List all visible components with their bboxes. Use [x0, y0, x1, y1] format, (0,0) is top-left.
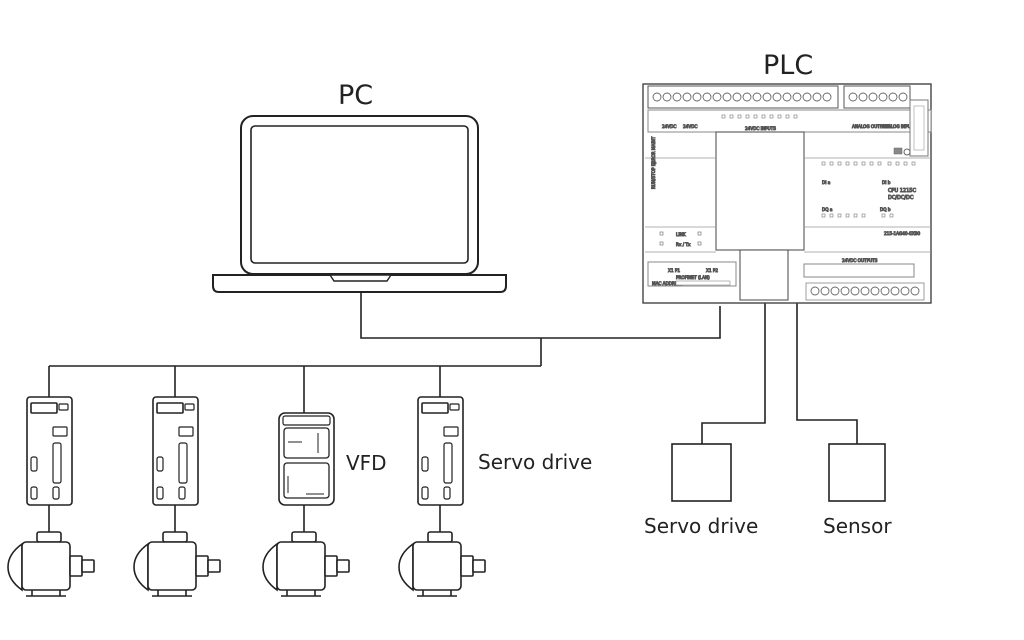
plc-dq-leds — [821, 213, 894, 218]
plc-outputs-label: 24VDC OUTPUTS — [842, 258, 878, 263]
plc-inputs-label: 24VDC INPUTS — [745, 126, 776, 131]
servo-drive-label-right: Servo drive — [644, 514, 759, 538]
network-cables — [48, 292, 858, 532]
servo-drive-icon-2 — [152, 396, 199, 506]
plc-di-leds — [821, 161, 916, 166]
pc-label: PC — [338, 80, 374, 111]
plc-link-leds — [659, 231, 702, 246]
plc-label: PLC — [763, 50, 814, 81]
plc-order-number: 215-1AG40-0XB0 — [884, 231, 920, 236]
vfd-label: VFD — [346, 451, 387, 475]
motor-icon-1 — [7, 531, 95, 597]
laptop-base — [212, 274, 507, 293]
plc-side-knob — [903, 148, 911, 156]
plc-mac-label: MAC ADDRESS — [652, 281, 683, 286]
motor-icon-2 — [133, 531, 221, 597]
plc-dib-label: DI b — [882, 180, 891, 185]
plc-dqb-label: DQ b — [880, 207, 891, 212]
plc-bottom-screws — [810, 286, 920, 296]
plc-sensor-cable — [796, 303, 858, 444]
plc-dqa-label: DQ a — [822, 207, 833, 212]
motor-icon-4 — [398, 531, 486, 597]
plc-cpu-type: DC/DC/DC — [888, 195, 914, 201]
laptop-notch — [328, 274, 393, 282]
laptop-screen — [250, 125, 469, 264]
plc-power-label: 24VDC — [662, 124, 676, 129]
plc-bottom-terminal-labels — [803, 263, 915, 278]
plc-center-cover — [715, 131, 805, 251]
servo-drive-box-right — [671, 443, 732, 502]
plc-power-label-2: 24VDC — [683, 124, 697, 129]
plc-controller-icon: 24VDC 24VDC 24VDC INPUTS ANALOG OUTPUTS … — [642, 83, 932, 304]
plc-servo-cable — [701, 303, 766, 444]
plc-dia-label: DI a — [822, 180, 831, 185]
plc-run-stop-label: RUN/STOP ERROR MAINT — [651, 136, 656, 189]
plc-rxtx-label: Rx / Tx — [676, 242, 691, 247]
plc-input-leds — [721, 114, 798, 119]
plc-x1p2-label: X1 P2 — [706, 268, 718, 273]
sensor-box — [828, 443, 886, 502]
servo-drive-icon-4 — [417, 396, 464, 506]
motor-icon-3 — [262, 531, 350, 597]
plc-analog-in-label: ANALOG INPUTS — [882, 124, 916, 129]
plc-x1p1-label: X1 P1 — [668, 268, 680, 273]
vfd-icon — [278, 412, 335, 506]
plc-profinet-label: PROFINET (LAN) — [676, 275, 710, 280]
plc-top-screws — [652, 92, 908, 102]
plc-cover-tab — [739, 249, 789, 301]
pc-laptop-icon — [212, 115, 507, 293]
servo-drive-label-left: Servo drive — [478, 450, 593, 474]
plc-link-label: LINK — [676, 232, 686, 237]
sensor-label: Sensor — [823, 514, 892, 538]
servo-drive-icon-1 — [26, 396, 73, 506]
plc-analog-out-label: ANALOG OUTPUTS — [852, 124, 891, 129]
plc-cpu-model: CPU 1215C — [888, 188, 916, 194]
